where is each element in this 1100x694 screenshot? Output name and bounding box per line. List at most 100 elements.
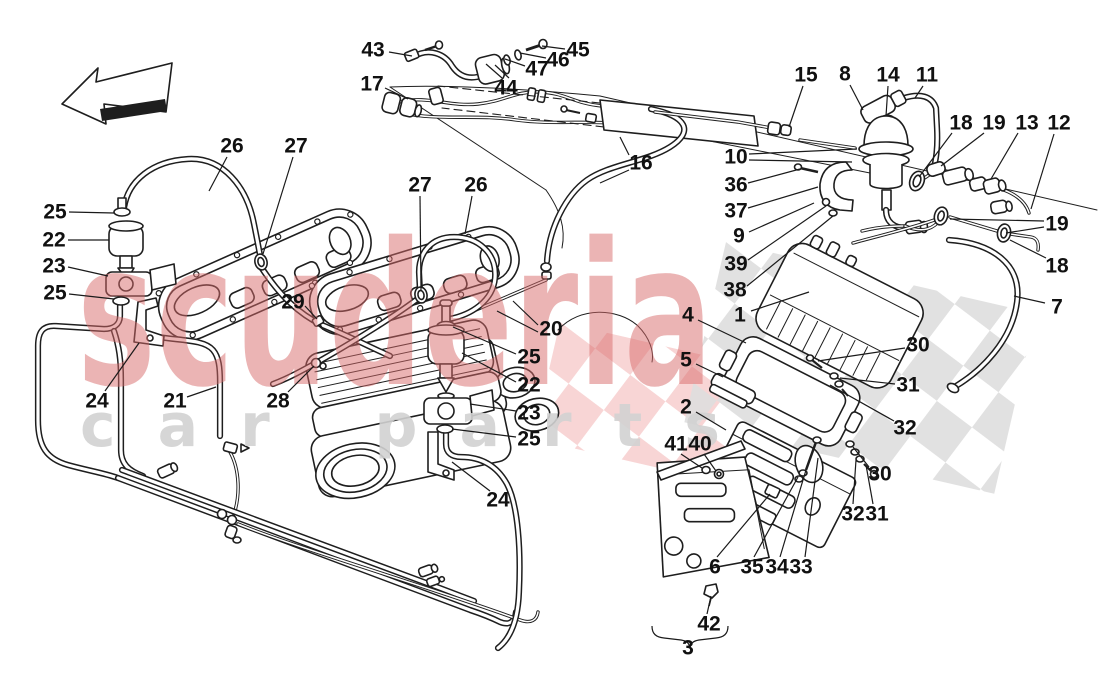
callout-label-23-34: 23	[517, 402, 540, 425]
callout-25: 25	[43, 201, 115, 224]
union-21	[222, 441, 250, 454]
callout-1: 1	[734, 291, 810, 327]
nut-39	[821, 197, 831, 207]
callout-20: 20	[496, 300, 563, 341]
callout-35: 35	[740, 476, 799, 579]
callout-43: 43	[361, 39, 413, 62]
callout-47: 47	[504, 58, 549, 81]
callout-label-25-24: 25	[43, 201, 67, 224]
callout-26: 26	[464, 174, 488, 235]
callout-label-32-52: 32	[841, 503, 864, 526]
callout-label-4-43: 4	[682, 304, 694, 327]
callout-label-26-30: 26	[464, 174, 487, 197]
callout-8: 8	[839, 63, 864, 111]
mounting-brackets	[651, 354, 879, 649]
callout-22: 22	[42, 229, 109, 252]
callout-label-30-51: 30	[868, 463, 891, 486]
callout-label-12-13: 12	[1047, 112, 1070, 135]
strap-bracket-4	[718, 336, 863, 447]
tee-fitting	[216, 508, 242, 544]
callout-label-6-54: 6	[709, 556, 721, 579]
grommet-18-lower	[996, 223, 1012, 243]
callout-12: 12	[1030, 112, 1071, 210]
callout-10: 10	[724, 146, 858, 169]
callout-label-14-8: 14	[876, 64, 900, 87]
callout-label-31-53: 31	[865, 503, 889, 526]
callout-label-21-38: 21	[163, 390, 187, 413]
callout-label-9-18: 9	[733, 225, 745, 248]
callout-label-11-9: 11	[916, 64, 939, 87]
callout-label-27-23: 27	[284, 135, 307, 158]
callout-31: 31	[839, 374, 920, 397]
callout-45: 45	[541, 39, 590, 62]
callout-17: 17	[360, 73, 409, 100]
sleeve-19-upper	[926, 161, 946, 177]
callout-31: 31	[865, 464, 889, 526]
direction-arrow-icon	[61, 62, 173, 125]
callout-38: 38	[723, 215, 834, 302]
callout-label-41-49: 41	[664, 433, 688, 456]
callout-13: 13	[990, 112, 1039, 180]
callout-24: 24	[451, 461, 510, 512]
callout-6: 6	[709, 493, 771, 579]
callout-label-24-36: 24	[486, 489, 510, 512]
callout-label-47-3: 47	[525, 58, 548, 81]
callout-label-39-19: 39	[724, 253, 747, 276]
callout-label-7-42: 7	[1051, 296, 1063, 319]
fuel-trap-center-assembly	[423, 262, 552, 481]
bolt-36	[799, 166, 819, 174]
callout-36: 36	[724, 168, 801, 197]
callout-label-27-29: 27	[408, 174, 431, 197]
callout-5: 5	[680, 349, 724, 378]
grommet-27-left	[254, 253, 268, 271]
callout-label-44-4: 44	[494, 77, 518, 100]
washer-41	[701, 465, 711, 475]
callout-34: 34	[765, 469, 807, 579]
callout-19: 19	[949, 213, 1069, 236]
callout-label-22-33: 22	[517, 374, 540, 397]
callout-label-37-17: 37	[724, 200, 747, 223]
callout-label-23-26: 23	[42, 255, 65, 278]
callout-label-31-47: 31	[896, 374, 920, 397]
callout-label-1-21: 1	[734, 304, 746, 327]
hoses	[34, 105, 857, 652]
callout-label-18-10: 18	[949, 112, 973, 135]
washer-31-upper	[829, 372, 839, 380]
callout-label-40-50: 40	[688, 433, 711, 456]
watermark-brand: scuderia	[77, 200, 713, 431]
callout-28: 28	[266, 365, 315, 413]
callout-label-36-16: 36	[724, 174, 747, 197]
watermark-subtitle: car parts	[80, 391, 720, 461]
callout-label-30-46: 30	[906, 334, 929, 357]
callout-14: 14	[876, 64, 900, 117]
callout-18: 18	[1009, 239, 1069, 278]
callout-label-32-48: 32	[893, 417, 916, 440]
washer-32-upper	[834, 380, 844, 388]
triangular-bracket-3	[656, 456, 770, 578]
callout-24: 24	[85, 342, 140, 413]
clip-bottom-a	[417, 563, 439, 578]
callout-label-28-39: 28	[266, 390, 290, 413]
callout-26: 26	[208, 135, 244, 192]
pressure-regulator-assembly	[793, 89, 941, 235]
callout-label-17-5: 17	[360, 73, 383, 96]
callout-label-16-14: 16	[629, 152, 652, 175]
brace-3	[651, 625, 729, 649]
callout-37: 37	[724, 186, 819, 223]
union-15	[766, 121, 792, 137]
washer-46	[514, 49, 522, 61]
callout-32: 32	[829, 384, 917, 440]
callout-label-25-32: 25	[517, 346, 541, 369]
callout-18: 18	[918, 112, 973, 178]
callout-4: 4	[682, 304, 747, 344]
callout-label-25-27: 25	[43, 282, 67, 305]
callout-label-8-7: 8	[839, 63, 851, 86]
bolt-33	[804, 441, 818, 471]
callout-42: 42	[697, 595, 721, 636]
callout-27: 27	[408, 174, 432, 291]
callout-25: 25	[452, 326, 541, 369]
callout-32: 32	[841, 459, 865, 526]
